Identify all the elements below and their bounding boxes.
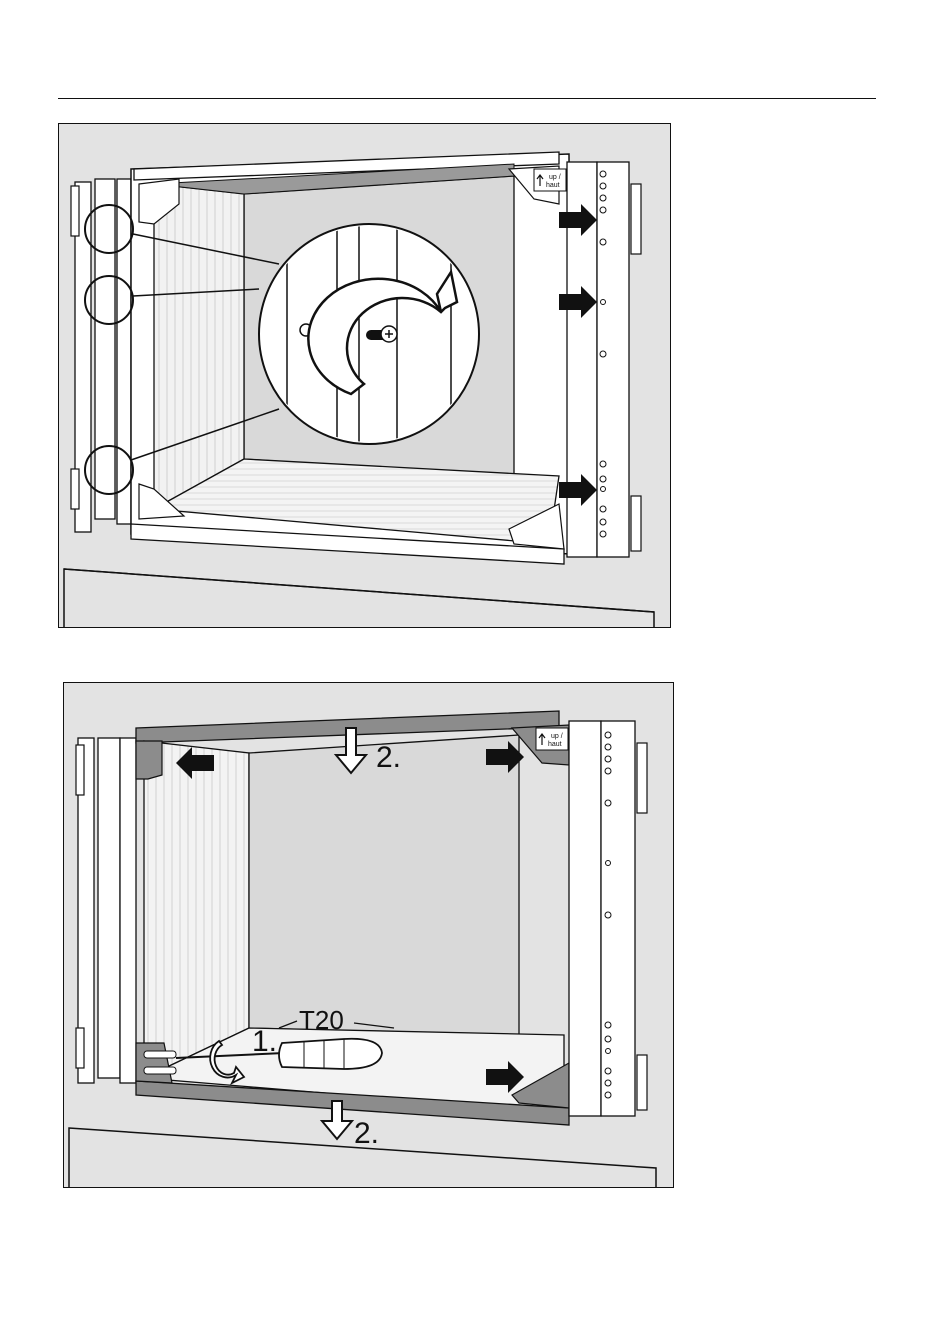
niche-left-wall (144, 741, 249, 1078)
niche-left-wall (154, 184, 244, 509)
figure-remove-screws: up / haut (58, 123, 671, 628)
step2-bottom-label: 2. (354, 1117, 379, 1150)
figure-remove-frame: up / haut 2. 2. T20 1. (63, 682, 674, 1188)
up-label: up / (549, 174, 561, 181)
figure1-drawing: up / haut (59, 124, 671, 628)
up-label: up / (551, 733, 563, 740)
step1-label: 1. (252, 1025, 277, 1058)
step2-top-label: 2. (376, 741, 401, 774)
base-cabinet (64, 569, 654, 628)
right-rail (569, 721, 601, 1116)
haut-label: haut (548, 741, 562, 748)
tool-label: T20 (299, 1005, 344, 1035)
niche-back-wall (249, 735, 519, 1035)
figure2-drawing: up / haut 2. 2. T20 1. (64, 683, 674, 1188)
header-rule (58, 98, 876, 99)
haut-label: haut (546, 182, 560, 189)
